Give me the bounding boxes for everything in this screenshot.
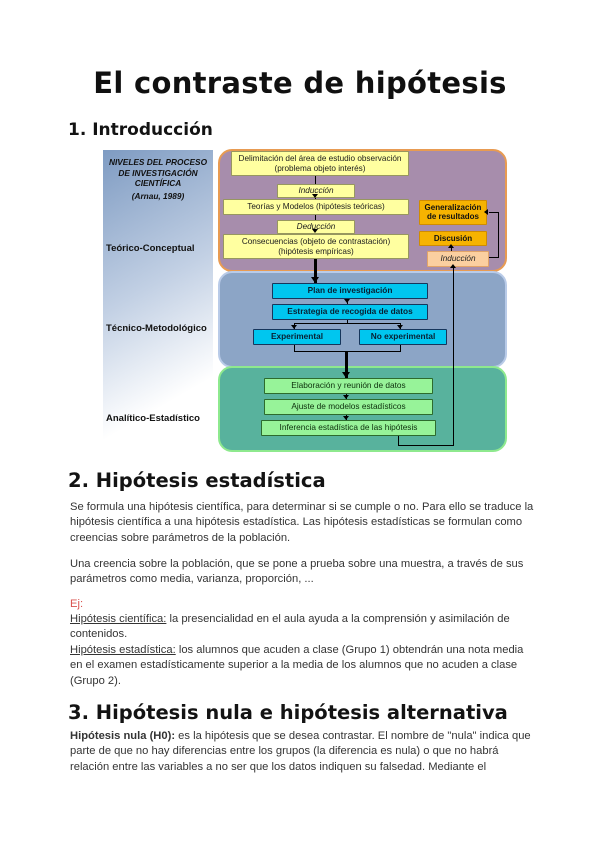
level-tecnico-metodologico: Técnico-Metodológico	[106, 323, 207, 334]
connector-line	[487, 257, 499, 259]
heading-hipotesis-estadistica: 2. Hipótesis estadística	[68, 469, 326, 492]
example-estadistica: Hipótesis estadística: los alumnos que a…	[70, 643, 535, 689]
example-estadistica-lead: Hipótesis estadística:	[70, 643, 176, 656]
diagram-sidebar-title: NIVELES DEL PROCESO DE INVESTIGACIÓN CIE…	[105, 157, 211, 201]
connector-line	[294, 351, 401, 353]
example-cientifica-text: la presencialidad en el aula ayuda a la …	[70, 613, 510, 641]
arrow-down-icon	[291, 325, 297, 329]
box-delimitacion: Delimitación del área de estudio observa…	[231, 151, 409, 177]
arrow-down-icon	[312, 194, 318, 198]
box-elaboracion-datos: Elaboración y reunión de datos	[264, 378, 433, 394]
connector-line	[400, 344, 402, 352]
box-consecuencias: Consecuencias (objeto de contrastación) …	[223, 234, 409, 260]
s3-text: es la hipótesis que se desea contrastar.…	[70, 730, 531, 773]
example-label: Ej:	[70, 598, 84, 610]
connector-line	[294, 323, 401, 325]
feedback-line	[398, 435, 400, 446]
arrow-down-icon	[342, 372, 350, 378]
examples-block: Hipótesis científica: la presencialidad …	[70, 612, 535, 689]
example-cientifica-lead: Hipótesis científica:	[70, 613, 167, 625]
box-teorias-modelos: Teorías y Modelos (hipótesis teóricas)	[223, 199, 409, 215]
sidebar-subtitle: (Arnau, 1989)	[131, 190, 185, 201]
connector-line	[314, 259, 317, 283]
box-deduccion: Deducción	[277, 220, 355, 234]
box-plan-investigacion: Plan de investigación	[272, 283, 428, 299]
paragraph-s3: Hipótesis nula (H0): es la hipótesis que…	[70, 729, 535, 775]
connector-line	[489, 212, 499, 214]
heading-hipotesis-nula: 3. Hipótesis nula e hipótesis alternativ…	[68, 701, 508, 724]
arrow-up-icon	[448, 244, 454, 248]
example-estadistica-text: los alumnos que acuden a clase (Grupo 1)…	[70, 643, 524, 687]
box-generalizacion: Generalización de resultados	[419, 200, 487, 225]
arrow-up-icon	[450, 264, 456, 268]
box-no-experimental: No experimental	[359, 329, 447, 345]
connector-line	[347, 319, 349, 324]
example-cientifica: Hipótesis científica: la presencialidad …	[70, 612, 535, 643]
feedback-line	[398, 445, 454, 447]
s3-lead: Hipótesis nula (H0):	[70, 730, 176, 742]
box-induccion-feedback: Inducción	[427, 251, 489, 267]
connector-line	[345, 351, 348, 378]
box-estrategia-recogida: Estrategia de recogida de datos	[272, 304, 428, 320]
arrow-down-icon	[397, 325, 403, 329]
arrow-down-icon	[311, 277, 319, 283]
arrow-down-icon	[344, 299, 350, 303]
sidebar-title-text: NIVELES DEL PROCESO DE INVESTIGACIÓN CIE…	[108, 157, 208, 188]
level-analitico-estadistico: Analítico-Estadístico	[106, 413, 200, 424]
diagram-sidebar	[103, 150, 213, 450]
heading-introduccion: 1. Introducción	[68, 120, 213, 140]
connector-line	[498, 212, 500, 258]
arrow-down-icon	[343, 395, 349, 399]
paragraph-s2-2: Una creencia sobre la población, que se …	[70, 558, 524, 586]
arrow-left-icon	[484, 209, 488, 215]
feedback-line	[453, 265, 455, 446]
research-process-diagram: NIVELES DEL PROCESO DE INVESTIGACIÓN CIE…	[97, 147, 507, 453]
page-title: El contraste de hipótesis	[93, 66, 507, 100]
box-ajuste-modelos: Ajuste de modelos estadísticos	[264, 399, 433, 415]
arrow-down-icon	[312, 229, 318, 233]
connector-line	[294, 344, 296, 352]
arrow-down-icon	[343, 416, 349, 420]
box-inferencia-estadistica: Inferencia estadística de las hipótesis	[261, 420, 436, 436]
paragraph-s2-1: Se formula una hipótesis científica, par…	[70, 501, 534, 544]
level-teorico-conceptual: Teórico-Conceptual	[106, 243, 195, 254]
connector-line	[451, 245, 453, 252]
box-experimental: Experimental	[253, 329, 341, 345]
